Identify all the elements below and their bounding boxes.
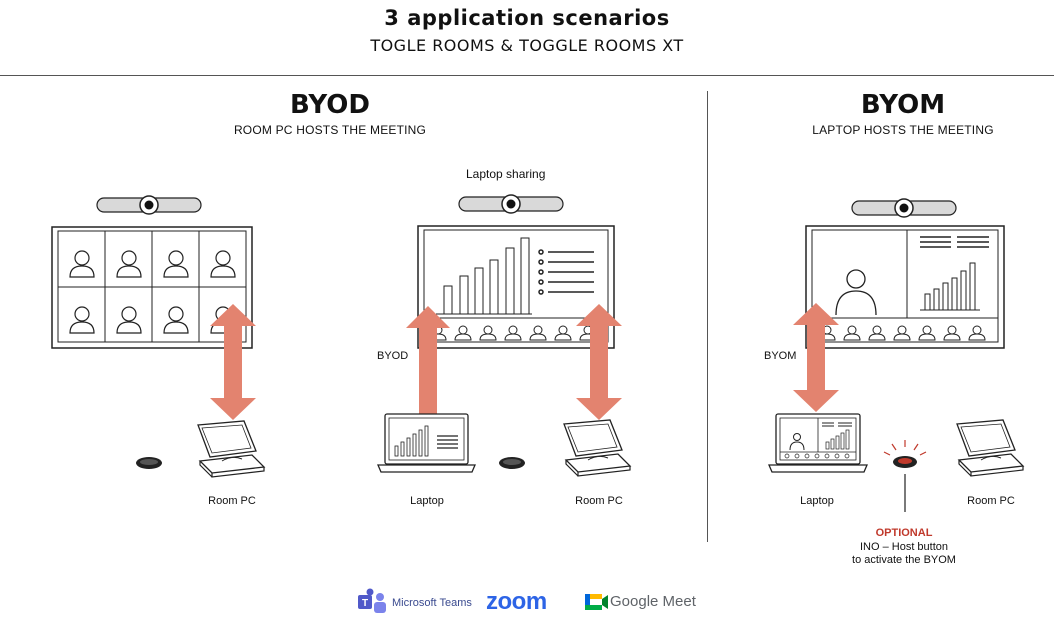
room-pc-icon-3 [956,419,1024,477]
laptop-icon-1 [377,413,476,473]
header-divider [0,75,1054,76]
host-button-icon [883,440,927,512]
room-pc-label-1: Room PC [208,495,256,507]
double-arrow-icon-2 [576,304,622,420]
double-arrow-icon-3 [793,303,839,412]
room-pc-icon-1 [197,420,265,478]
byod-tag: BYOD [377,350,409,362]
byom-subheading: LAPTOP HOSTS THE MEETING [812,123,994,137]
sharing-display-icon [417,194,615,349]
teams-label: Microsoft Teams [392,597,472,609]
byom-heading: BYOM [860,90,946,120]
byod-heading: BYOD [290,90,370,120]
speakerphone-icon-1 [136,457,162,469]
laptop-label-1: Laptop [410,495,444,507]
room-pc-label-2: Room PC [575,495,623,507]
optional-line-2: to activate the BYOM [852,554,956,566]
zoom-logo-text: zoom [486,588,547,615]
byom-display-icon [805,198,1005,349]
microsoft-teams-icon: T [358,588,386,613]
section-divider [707,91,708,542]
laptop-icon-2 [768,413,868,473]
byod-subheading: ROOM PC HOSTS THE MEETING [233,123,427,137]
google-meet-icon [585,594,608,610]
room-pc-icon-2 [563,419,631,477]
page-subtitle: TOGLE ROOMS & TOGGLE ROOMS XT [370,36,684,55]
room-pc-label-3: Room PC [967,495,1015,507]
svg-text:T: T [362,598,368,609]
byom-tag: BYOM [764,350,797,362]
speakerphone-icon-2 [499,457,525,469]
double-arrow-icon-1 [210,304,256,420]
up-arrow-icon [406,306,450,414]
optional-title: OPTIONAL [875,527,933,539]
laptop-label-2: Laptop [800,495,834,507]
page-title: 3 application scenarios [384,6,670,30]
laptop-sharing-label: Laptop sharing [466,167,546,181]
optional-line-1: INO – Host button [859,541,949,553]
google-meet-label: Google Meet [610,593,696,610]
